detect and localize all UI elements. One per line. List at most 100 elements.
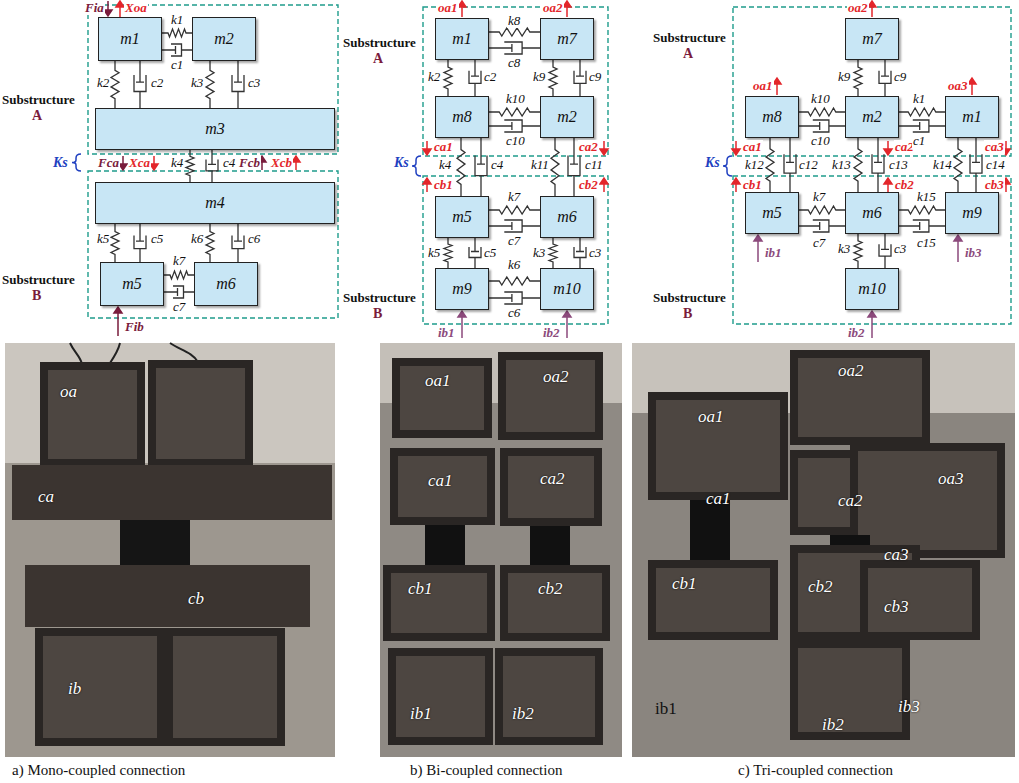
port-label: ca3 [984,140,1005,154]
mass-label: m5 [122,275,142,293]
steel-tube [648,392,788,500]
parameter-label: k10 [810,92,831,106]
spring-damper [899,206,945,232]
photo-label: oa2 [543,368,569,386]
input-arrow [754,235,762,262]
parameter-label: k7 [812,190,826,204]
mass-label: m2 [862,108,882,126]
substructure-letter: A [683,46,693,62]
tube-inside [173,636,277,738]
port-arrow [884,141,892,155]
damper-symbol [134,224,146,262]
spring-symbol [854,234,862,268]
parameter-label: c1 [170,58,184,72]
spring-symbol [111,61,119,108]
damper-symbol [162,44,192,56]
port-label: ca2 [578,140,599,154]
steel-tube [383,565,495,641]
input-arrow [563,311,571,338]
port-label: Xcb [270,156,293,170]
coupling-brace [412,156,421,176]
photo-label: ib3 [898,698,920,716]
spring-damper [206,61,244,108]
mass-box: m7 [540,18,594,60]
mass-label: m6 [557,208,577,226]
damper-symbol [879,60,891,96]
parameter-label: k12 [744,158,765,172]
force-label: Fcb [238,156,261,170]
mass-label: m8 [452,108,472,126]
mass-box: m3 [95,108,335,150]
substructure-outline [423,176,608,324]
steel-tube [388,648,493,745]
mass-box: m8 [745,96,799,138]
spring-symbol [799,108,845,116]
mass-label: m2 [214,30,234,48]
input-label: ib3 [964,246,983,260]
damper-symbol [232,224,244,262]
tube-inside [656,400,780,492]
photo-ground [380,343,622,757]
port-label: ca1 [433,140,454,154]
parameter-label: c8 [507,56,521,70]
substructure-label: Substructure [2,92,75,108]
spring-symbol [164,271,194,279]
spring-symbol [489,108,540,116]
spring-symbol [489,206,540,214]
photo-label: cb2 [538,580,563,598]
force-label: Fca [97,156,120,170]
mass-box: m6 [845,192,899,234]
steel-tube [648,560,778,640]
photo-label: ib2 [512,705,534,723]
port-label: oa2 [542,1,564,15]
steel-tube [500,448,602,526]
parameter-label: c7 [507,234,521,248]
photo-tri [632,343,1015,757]
spring-symbol [854,60,862,96]
tube-inside [508,573,602,633]
substructure-outline [733,176,1011,324]
mass-label: m7 [862,30,882,48]
input-arrow [868,311,876,338]
port-arrow [423,141,431,155]
response-arrow [292,156,300,170]
response-arrow [150,156,158,170]
spring-damper [549,238,586,268]
parameter-label: c5 [483,246,497,260]
parameter-label: c15 [916,236,937,250]
force-label: Fia [84,1,105,15]
mass-box: m5 [435,196,489,238]
mass-box: m8 [435,96,489,138]
spring-damper [549,60,586,96]
parameter-label: k3 [837,242,851,256]
substructure-outline [88,5,338,154]
spring-damper [489,28,540,54]
parameter-label: k2 [96,76,110,90]
spring-symbol [444,60,452,96]
spring-symbol [799,206,845,214]
tube-inside [156,368,245,459]
spring-symbol [444,238,452,268]
coupling-label: Ks [704,156,721,170]
input-label: ib1 [764,246,783,260]
mass-box: m7 [845,18,899,60]
steel-bar [12,465,332,520]
photo-label: oa1 [698,408,724,426]
photo-label: ca [38,488,54,506]
spring-symbol [899,206,945,214]
mass-label: m5 [452,208,472,226]
port-arrow [600,178,608,192]
spring-symbol [954,138,962,192]
parameter-label: c6 [247,232,261,246]
parameter-label: k1 [912,92,926,106]
parameter-label: k7 [172,254,186,268]
caption: c) Tri-coupled connection [738,761,893,779]
photo-label: ca1 [428,472,453,490]
damper-symbol [134,61,146,108]
substructure-letter: A [373,51,383,67]
port-arrow [884,178,892,192]
port-arrow [732,141,740,155]
spring-damper [164,271,194,298]
port-label: Xoa [124,1,148,15]
